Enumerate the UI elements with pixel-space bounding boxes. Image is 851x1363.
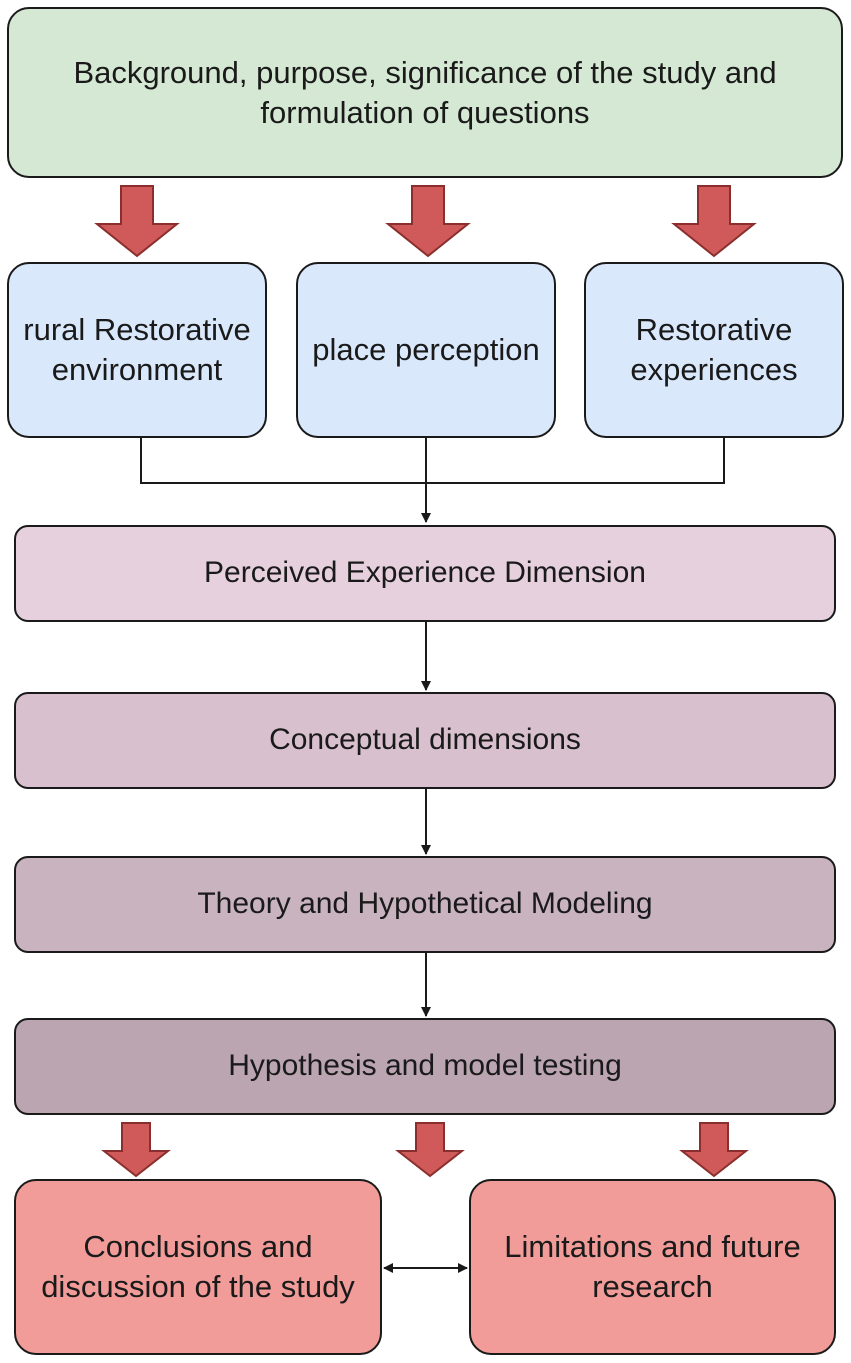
block-arrow-to-conclusions bbox=[101, 1122, 171, 1178]
place-perception-box: place perception bbox=[296, 262, 556, 438]
theory-modeling-box: Theory and Hypothetical Modeling bbox=[14, 856, 836, 953]
restorative-experiences-label: Restorative experiences bbox=[630, 312, 798, 387]
block-arrow-to-place bbox=[385, 185, 471, 258]
conclusions-box: Conclusions and discussion of the study bbox=[14, 1179, 382, 1355]
hypothesis-testing-box: Hypothesis and model testing bbox=[14, 1018, 836, 1115]
rural-restorative-environment-label: rural Restorative environment bbox=[23, 312, 251, 387]
background-box: Background, purpose, significance of the… bbox=[7, 7, 843, 178]
theory-modeling-label: Theory and Hypothetical Modeling bbox=[197, 887, 653, 921]
restorative-experiences-box: Restorative experiences bbox=[584, 262, 844, 438]
rural-restorative-environment-box: rural Restorative environment bbox=[7, 262, 267, 438]
block-arrow-to-rural bbox=[94, 185, 180, 258]
perceived-experience-dimension-box: Perceived Experience Dimension bbox=[14, 525, 836, 622]
perceived-experience-dimension-label: Perceived Experience Dimension bbox=[204, 556, 646, 590]
merge-connector-rural-restorative bbox=[140, 438, 725, 484]
limitations-box: Limitations and future research bbox=[469, 1179, 836, 1355]
background-label: Background, purpose, significance of the… bbox=[73, 54, 777, 130]
block-arrow-to-limitations bbox=[679, 1122, 749, 1178]
block-arrow-to-restorative bbox=[671, 185, 757, 258]
conclusions-label: Conclusions and discussion of the study bbox=[41, 1229, 355, 1304]
conceptual-dimensions-label: Conceptual dimensions bbox=[269, 723, 581, 757]
place-perception-label: place perception bbox=[312, 332, 540, 368]
hypothesis-testing-label: Hypothesis and model testing bbox=[228, 1049, 622, 1083]
limitations-label: Limitations and future research bbox=[504, 1229, 801, 1304]
conceptual-dimensions-box: Conceptual dimensions bbox=[14, 692, 836, 789]
block-arrow-center bbox=[395, 1122, 465, 1178]
